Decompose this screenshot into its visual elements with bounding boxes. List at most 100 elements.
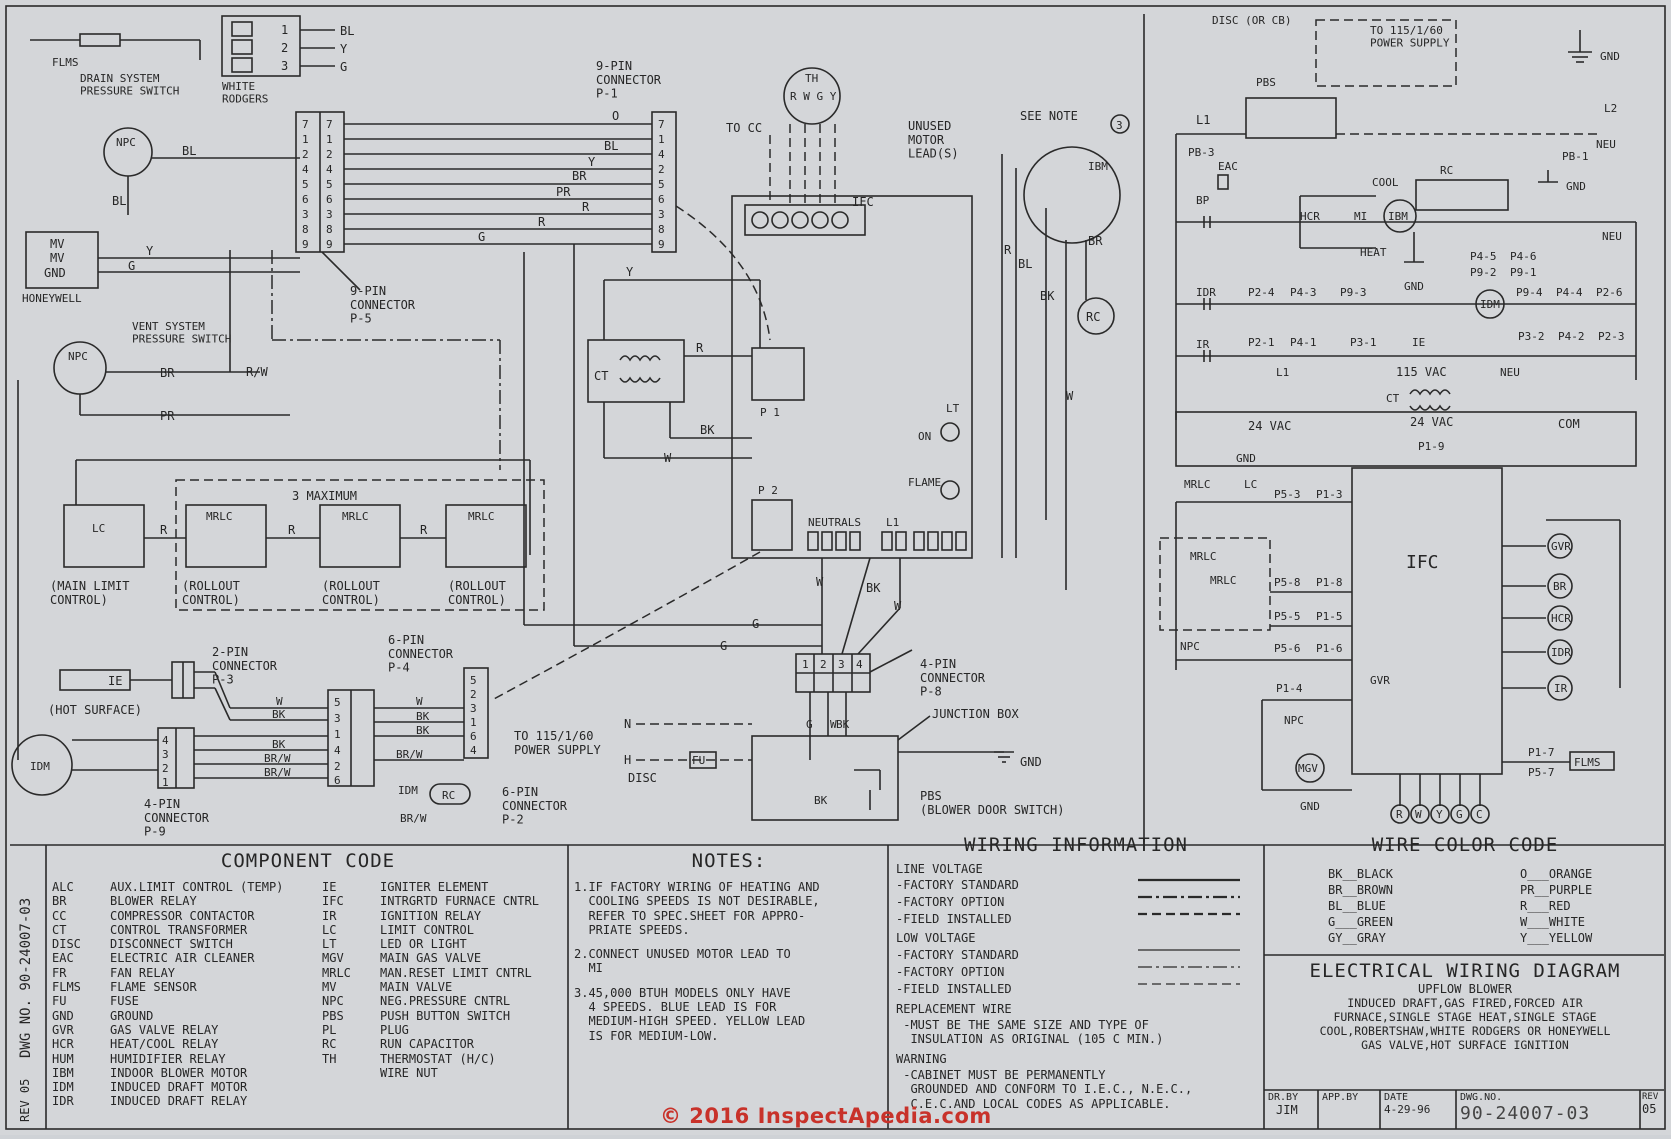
three-max-label: 3 MAXIMUM [292, 489, 357, 503]
run-capacitor [1077, 297, 1115, 335]
svg-text:G: G [128, 259, 135, 273]
wiring-info-title: WIRING INFORMATION [964, 834, 1188, 856]
svg-text:BL: BL [1018, 257, 1032, 271]
rollout-group [175, 479, 545, 611]
svg-text:Y: Y [340, 42, 348, 56]
svg-text:BK: BK [272, 738, 286, 751]
ie-label: IE [108, 674, 122, 688]
component-code-meaning: INDUCED DRAFT RELAY [110, 1094, 248, 1109]
side-dwg-number: DWG NO. 90-24007-03 [18, 897, 34, 1058]
svg-text:Y: Y [588, 155, 596, 169]
line-voltage-label: LINE VOLTAGE [896, 862, 983, 876]
right-l2-label: L2 [1604, 102, 1617, 115]
svg-text:W: W [1066, 389, 1074, 403]
svg-text:W: W [894, 599, 902, 613]
wiring-info-panel: WIRING INFORMATION LINE VOLTAGE -FACTORY… [892, 834, 1260, 1126]
flame-sensor-ladder [1569, 751, 1615, 771]
component-code-meaning: INDUCED DRAFT MOTOR [110, 1080, 248, 1095]
component-code-meaning: LIMIT CONTROL [380, 922, 474, 937]
see-note-label: SEE NOTE [1020, 109, 1078, 123]
component-code-meaning: GROUND [110, 1008, 154, 1023]
right-ir-label: IR [1554, 682, 1568, 695]
component-code-meaning: IGNITION RELAY [380, 908, 482, 923]
app-by-label: APP.BY [1322, 1092, 1359, 1103]
ibm-motor-ladder [1383, 199, 1417, 233]
six-pin-connector-p2 [463, 667, 489, 759]
rc-label: RC [1086, 310, 1100, 324]
component-code-meaning: FAN RELAY [110, 965, 176, 980]
svg-text:NPC: NPC [68, 350, 88, 363]
induced-draft-motor [11, 734, 73, 796]
svg-text:Y: Y [626, 265, 634, 279]
svg-text:1: 1 [658, 133, 665, 146]
component-code-code: ALC [52, 880, 74, 894]
side-rev: REV 05 [18, 1078, 32, 1122]
svg-text:O: O [612, 109, 619, 123]
ibm-label: IBM [1088, 160, 1108, 173]
svg-text:5: 5 [470, 674, 477, 687]
com-label: COM [1558, 417, 1580, 431]
svg-text:BL: BL [604, 139, 618, 153]
wire-color-title: WIRE COLOR CODE [1371, 834, 1559, 856]
svg-text:5: 5 [658, 178, 665, 191]
p92-label: P9-2 [1470, 266, 1497, 279]
component-code-meaning: MAIN GAS VALVE [380, 951, 482, 966]
component-code-row: WIRE NUT [322, 1066, 564, 1080]
lv-factory-option: -FACTORY OPTION [896, 895, 1005, 909]
control-transformer [587, 339, 685, 403]
svg-text:PR: PR [160, 409, 175, 423]
p94-label: P9-4 [1516, 286, 1543, 299]
flms-label: FLMS [52, 56, 79, 69]
right-ifc-label: IFC [1406, 552, 1439, 573]
svg-text:3: 3 [281, 59, 288, 73]
warning-label: WARNING [896, 1052, 947, 1066]
hcr-label: HCR [1300, 210, 1320, 223]
rollout-control-3 [445, 504, 527, 568]
svg-text:1: 1 [470, 716, 477, 729]
dr-by-label: DR.BY [1268, 1092, 1299, 1103]
plug-p1 [751, 347, 805, 401]
component-code-meaning: AUX.LIMIT CONTROL (TEMP) [110, 880, 284, 894]
svg-text:NEU: NEU [1500, 366, 1520, 379]
p42-label: P4-2 [1558, 330, 1585, 343]
svg-text:3: 3 [334, 712, 341, 725]
svg-text:BK: BK [1040, 289, 1055, 303]
svg-text:9: 9 [302, 238, 309, 251]
svg-text:6: 6 [302, 193, 309, 206]
p17-label: P1-7 [1528, 746, 1555, 759]
component-code-meaning: GAS VALVE RELAY [110, 1022, 219, 1037]
disc-label: DISC [628, 771, 657, 785]
right-br-label: BR [1553, 580, 1567, 593]
svg-text:MV: MV [50, 251, 64, 265]
indoor-blower-motor [1023, 146, 1121, 244]
svg-text:2: 2 [281, 41, 288, 55]
pbs-label: PBS(BLOWER DOOR SWITCH) [920, 789, 1065, 817]
p93-label: P9-3 [1340, 286, 1367, 299]
drawing-description: INDUCED DRAFT,GAS FIRED,FORCED AIR FURNA… [1319, 996, 1611, 1052]
svg-text:W: W [416, 695, 423, 708]
svg-text:MRLC: MRLC [1210, 574, 1237, 587]
svg-text:W: W [830, 718, 837, 731]
term-c-label: C [1476, 808, 1483, 821]
svg-text:8: 8 [302, 223, 309, 236]
p16-label: P1-6 [1316, 642, 1343, 655]
svg-text:3: 3 [470, 702, 477, 715]
p44-label: P4-4 [1556, 286, 1583, 299]
ifc-board [731, 195, 973, 559]
p45-label: P4-5 [1470, 250, 1497, 263]
svg-text:W: W [276, 695, 283, 708]
svg-text:5: 5 [302, 178, 309, 191]
svg-text:MRLC: MRLC [1190, 550, 1217, 563]
